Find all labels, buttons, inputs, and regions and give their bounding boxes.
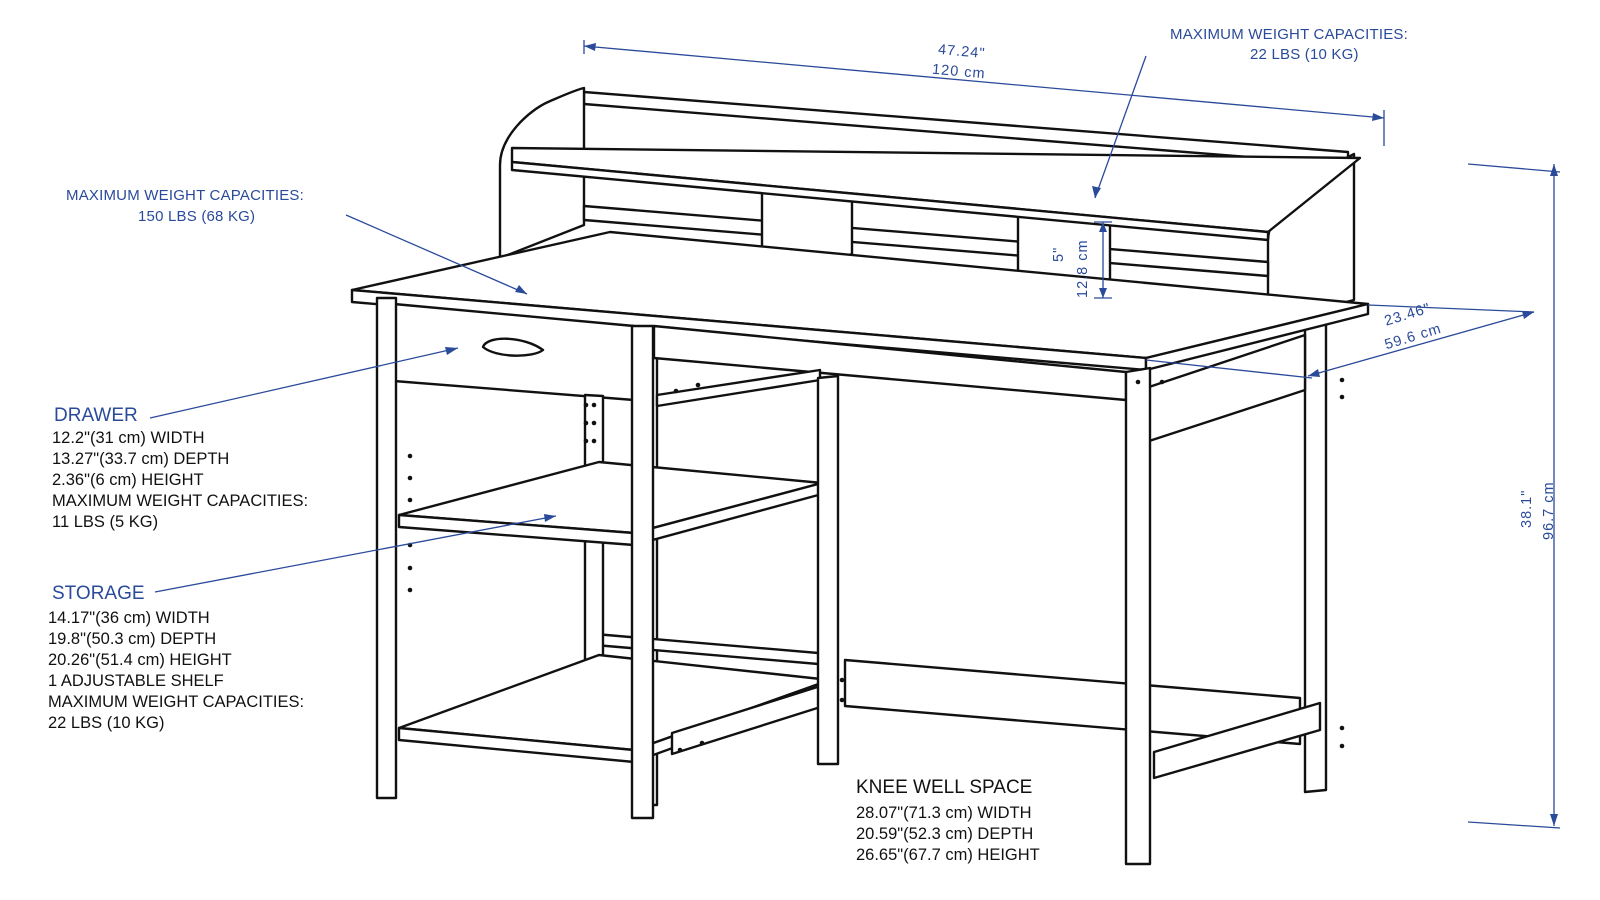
desk-capacity-leader — [345, 214, 528, 295]
desk-capacity-value: 150 LBS (68 KG) — [138, 208, 256, 225]
dowel-holes — [407, 377, 1345, 753]
storage-adjustable-shelf: 1 ADJUSTABLE SHELF — [48, 672, 224, 690]
knee-well-heading: KNEE WELL SPACE — [856, 777, 1033, 798]
storage-depth: 19.8"(50.3 cm) DEPTH — [48, 630, 217, 648]
knee-well-height: 26.65"(67.7 cm) HEIGHT — [856, 846, 1040, 864]
hutch-height-inches-label: 5" — [1051, 246, 1067, 262]
middle-rear-leg — [816, 374, 840, 766]
drawer-height: 2.36"(6 cm) HEIGHT — [52, 471, 204, 489]
knee-well-width: 28.07"(71.3 cm) WIDTH — [856, 804, 1032, 822]
hutch-height-cm-label: 12.8 cm — [1075, 239, 1091, 298]
depth-dimension-line — [1307, 311, 1535, 377]
height-inches-label: 38.1" — [1519, 489, 1535, 528]
storage-back-rail — [655, 368, 822, 408]
storage-capacity-value: 22 LBS (10 KG) — [48, 714, 165, 732]
storage-height: 20.26"(51.4 cm) HEIGHT — [48, 651, 232, 669]
hutch-capacity-value: 22 LBS (10 KG) — [1250, 46, 1359, 63]
hutch-top-shelf-edge — [510, 160, 1270, 242]
storage-capacity-title: MAXIMUM WEIGHT CAPACITIES: — [48, 693, 305, 711]
drawer-heading: DRAWER — [54, 405, 138, 426]
front-right-leg — [1124, 366, 1152, 866]
drawer-pull — [481, 337, 545, 357]
desktop-side-edge — [1144, 302, 1370, 372]
storage-width: 14.17"(36 cm) WIDTH — [48, 609, 210, 627]
arrowheads — [445, 43, 1558, 826]
drawer-leader — [149, 347, 459, 419]
drawer-specs: 12.2"(31 cm) WIDTH 13.27"(33.7 cm) DEPTH… — [52, 428, 308, 533]
desk-capacity-title: MAXIMUM WEIGHT CAPACITIES: — [66, 187, 304, 204]
width-dimension-line — [583, 45, 1385, 119]
storage-specs: 14.17"(36 cm) WIDTH 19.8"(50.3 cm) DEPTH… — [48, 608, 304, 734]
drawer-capacity-value: 11 LBS (5 KG) — [52, 513, 159, 531]
drawer-depth: 13.27"(33.7 cm) DEPTH — [52, 450, 230, 468]
hutch-capacity-leader — [1094, 55, 1147, 199]
hutch-capacity-title: MAXIMUM WEIGHT CAPACITIES: — [1170, 26, 1408, 43]
middle-front-leg — [630, 324, 655, 820]
drawer-width: 12.2"(31 cm) WIDTH — [52, 429, 205, 447]
knee-well-depth: 20.59"(52.3 cm) DEPTH — [856, 825, 1034, 843]
storage-heading: STORAGE — [52, 583, 145, 604]
knee-well-specs: 28.07"(71.3 cm) WIDTH 20.59"(52.3 cm) DE… — [856, 803, 1040, 866]
drawer-capacity-title: MAXIMUM WEIGHT CAPACITIES: — [52, 492, 309, 510]
right-bottom-rail — [1152, 701, 1322, 780]
storage-leader — [154, 515, 557, 593]
height-cm-label: 96.7 cm — [1541, 481, 1557, 540]
